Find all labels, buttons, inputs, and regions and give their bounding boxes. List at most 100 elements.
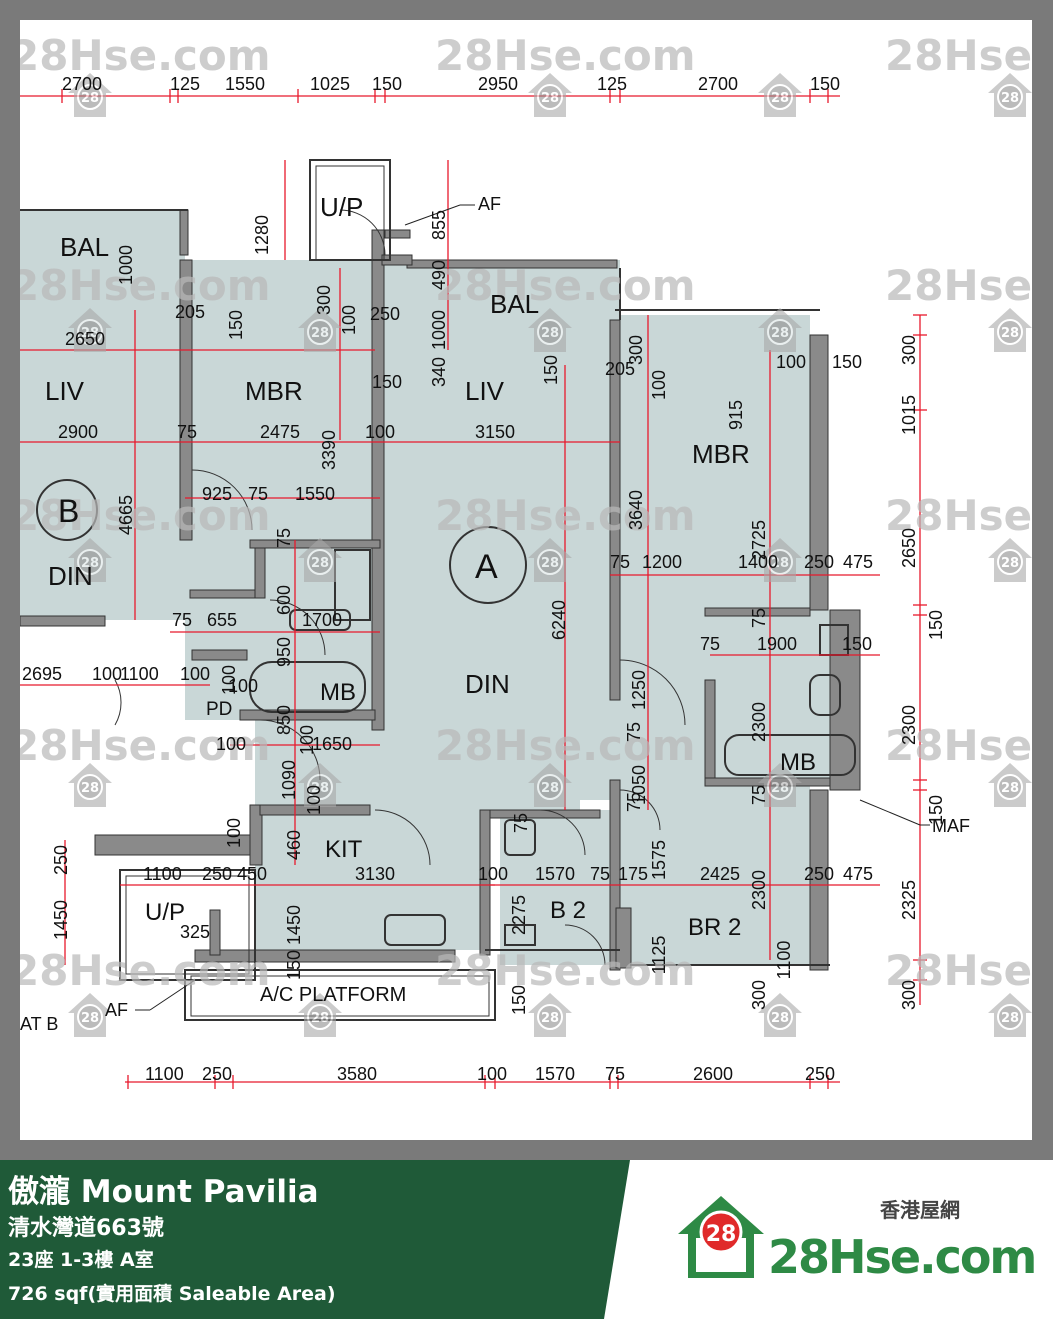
dimension-label-d-1200: 1200: [642, 552, 682, 572]
watermark-text: 28Hse.com: [20, 261, 271, 310]
svg-text:28: 28: [541, 556, 559, 571]
room-label-up-bottom: U/P: [145, 899, 185, 926]
dimension-label-d-100c: 100: [776, 352, 806, 372]
dimension-label-d-75d: 75: [610, 552, 630, 572]
dimension-label-d-3390: 3390: [319, 430, 339, 470]
dimension-label-bot-4: 100: [477, 1064, 507, 1084]
dimension-label-d-250a: 250: [370, 304, 400, 324]
watermark-text: 28Hse.com: [20, 31, 271, 80]
watermark-house-icon: 28: [758, 763, 802, 807]
dimension-label-d-2900: 2900: [58, 422, 98, 442]
dimension-label-d-2725: 2725: [749, 520, 769, 560]
walls: [20, 209, 861, 971]
svg-text:28: 28: [1001, 326, 1019, 341]
svg-text:28: 28: [81, 326, 99, 341]
dimension-label-d-1575: 1575: [649, 840, 669, 880]
saleable-area: 726 sqf(實用面積 Saleable Area): [8, 1283, 336, 1305]
svg-text:28: 28: [81, 1011, 99, 1026]
room-label-din-a: DIN: [465, 669, 510, 699]
dimension-label-d-300b: 300: [626, 335, 646, 365]
dimension-label-d-2475: 2475: [260, 422, 300, 442]
dimension-label-top-8: 2700: [698, 74, 738, 94]
dimension-label-top-9: 150: [810, 74, 840, 94]
dimension-label-d-950: 950: [274, 637, 294, 667]
dimension-label-d-100h: 100: [228, 676, 258, 696]
watermark-text: 28Hse.com: [885, 491, 1032, 540]
dimension-label-d-100g: 100: [219, 665, 239, 695]
watermark-text: 28Hse.com: [885, 261, 1032, 310]
room-label-b2: B 2: [550, 897, 586, 924]
dimension-label-d-75j: 75: [749, 785, 769, 805]
dimension-label-d-75k: 75: [511, 813, 531, 833]
dimension-label-d-100m: 100: [478, 864, 508, 884]
dimension-label-d-300a: 300: [314, 285, 334, 315]
dimension-label-d-75g: 75: [700, 634, 720, 654]
dimension-label-d-2695: 2695: [22, 664, 62, 684]
watermark-house-icon: 28: [758, 538, 802, 582]
dimension-label-top-6: 2950: [478, 74, 518, 94]
dimension-label-d-150b: 150: [541, 355, 561, 385]
svg-text:28: 28: [311, 781, 329, 796]
dimension-label-top-3: 1550: [225, 74, 265, 94]
dimension-label-d-1450b: 1450: [284, 905, 304, 945]
svg-text:28: 28: [541, 1011, 559, 1026]
estate-title: 傲瀧 Mount Pavilia: [8, 1174, 319, 1210]
dimension-label-d-175: 175: [618, 864, 648, 884]
dimension-label-top-1: 2700: [62, 74, 102, 94]
room-label-liv-a: LIV: [465, 376, 505, 406]
svg-text:28: 28: [771, 91, 789, 106]
dimension-label-d-450: 450: [237, 864, 267, 884]
dimension-label-d-2650b: 2650: [899, 528, 919, 568]
dimension-label-bot-5: 1570: [535, 1064, 575, 1084]
dimension-label-bot-2: 250: [202, 1064, 232, 1084]
dimension-label-d-100k: 100: [304, 785, 324, 815]
dimension-label-d-2325: 2325: [899, 880, 919, 920]
watermark-house-icon: 28: [298, 538, 342, 582]
svg-text:28: 28: [81, 781, 99, 796]
watermark-house-icon: 28: [528, 73, 572, 117]
dimension-label-d-75l: 75: [590, 864, 610, 884]
svg-text:28: 28: [771, 326, 789, 341]
watermark-text: 28Hse.com: [435, 721, 696, 770]
room-fills: [20, 160, 840, 965]
dimension-label-d-205b: 205: [605, 359, 635, 379]
dimension-label-top-4: 1025: [310, 74, 350, 94]
room-label-kit: KIT: [325, 836, 363, 863]
room-label-din-b: DIN: [48, 561, 93, 591]
watermark-text: 28Hse.com: [435, 31, 696, 80]
dimension-label-d-475a: 475: [843, 552, 873, 572]
room-label-bal-b: BAL: [60, 232, 109, 262]
dimension-label-d-1250: 1250: [629, 670, 649, 710]
svg-text:28: 28: [311, 326, 329, 341]
svg-text:28: 28: [311, 556, 329, 571]
dimension-label-d-915: 915: [726, 400, 746, 430]
dimension-label-bot-1: 1100: [145, 1064, 184, 1084]
svg-text:28: 28: [771, 556, 789, 571]
dimension-label-d-2425: 2425: [700, 864, 740, 884]
svg-text:28: 28: [1001, 1011, 1019, 1026]
dimension-label-d-1400: 1400: [738, 552, 778, 572]
dimension-label-d-100j: 100: [216, 734, 246, 754]
watermark-house-icon: 28: [68, 308, 112, 352]
dimension-label-d-100e: 100: [92, 664, 122, 684]
room-label-ac-platform: A/C PLATFORM: [260, 984, 406, 1006]
room-label-liv-b: LIV: [45, 376, 85, 406]
svg-text:28: 28: [1001, 91, 1019, 106]
watermark-text: 28Hse.com: [20, 946, 271, 995]
dimension-label-d-6240: 6240: [549, 600, 569, 640]
room-label-af-bottom: AF: [105, 1000, 128, 1020]
dimension-label-d-150c: 150: [372, 372, 402, 392]
room-label-mbr-left: MBR: [245, 376, 303, 406]
dimension-label-d-75b: 75: [248, 484, 268, 504]
watermark-house-icon: 28: [68, 993, 112, 1037]
dimension-label-d-75a: 75: [177, 422, 197, 442]
dimension-label-d-1090: 1090: [279, 760, 299, 800]
dimension-label-d-150e: 150: [926, 610, 946, 640]
dimension-label-d-460: 460: [284, 830, 304, 860]
room-label-mb-left: MB: [320, 679, 356, 706]
dimension-label-d-75i: 75: [624, 792, 644, 812]
dimension-label-d-1280: 1280: [252, 215, 272, 255]
dimension-label-d-100f: 100: [180, 664, 210, 684]
dimension-label-d-300c: 300: [899, 335, 919, 365]
